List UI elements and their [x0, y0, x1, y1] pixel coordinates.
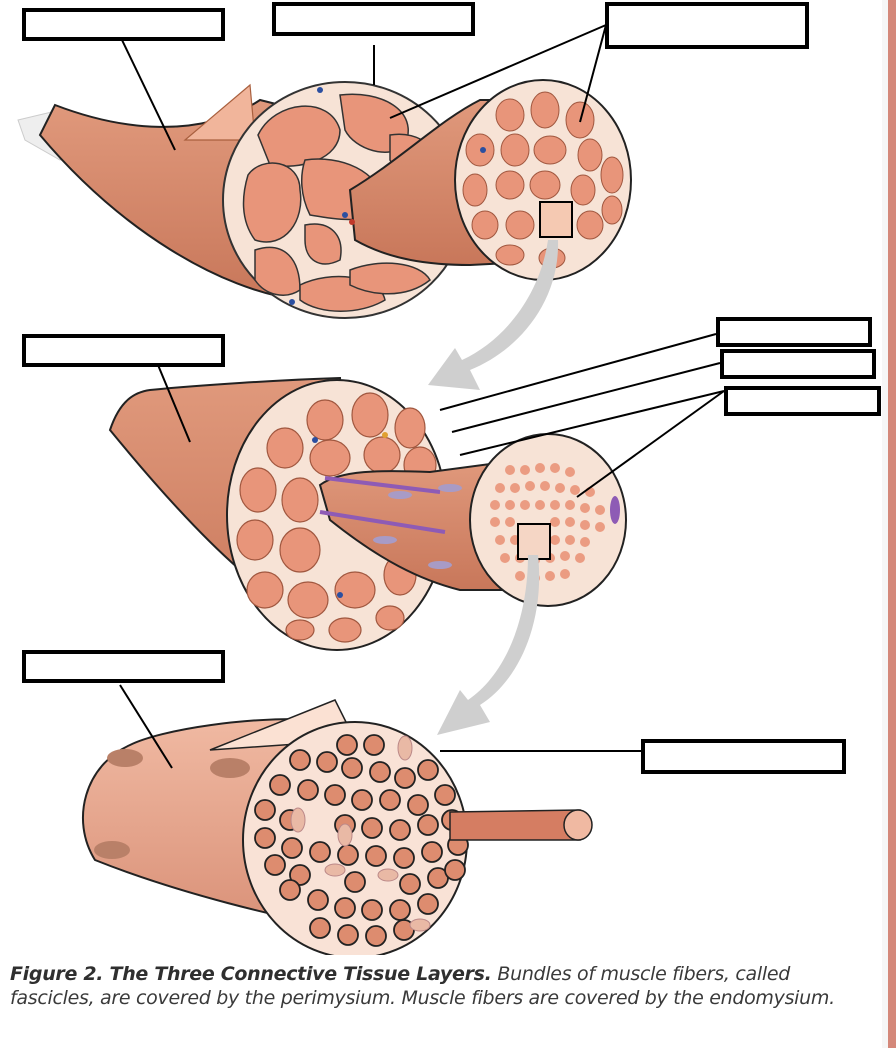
myofibril-circles — [254, 734, 469, 947]
label-box-muscle-fiber[interactable] — [724, 386, 881, 416]
fiber-cross-section — [242, 721, 468, 955]
nucleus-3 — [94, 841, 130, 859]
myofibril-rod-end — [563, 809, 593, 841]
panel-whole-muscle — [17, 79, 632, 319]
label-box-fascicle-body[interactable] — [22, 334, 225, 367]
epimysium-flap — [183, 83, 256, 141]
zoom-selector-fiber — [517, 523, 551, 560]
nucleus-2 — [210, 758, 250, 778]
label-box-perimysium[interactable] — [716, 317, 872, 347]
page-edge-bar — [888, 0, 896, 1048]
zoom-arrow-1 — [428, 240, 559, 390]
nerve-2 — [319, 510, 446, 534]
page-edge-gap — [882, 0, 888, 1048]
zoom-selector-fascicle — [539, 201, 573, 238]
nucleus-1 — [107, 749, 143, 767]
figure-description: Bundles of muscle fibers, called fascicl… — [10, 963, 835, 1009]
figure-title: Figure 2. The Three Connective Tissue La… — [10, 963, 492, 985]
panel-fascicle — [108, 376, 627, 651]
muscle-diagram — [17, 24, 725, 955]
label-box-epimysium[interactable] — [272, 2, 475, 36]
panel-muscle-fiber — [81, 699, 593, 955]
fiber-grid-2 — [236, 392, 437, 643]
zoom-arrow-2 — [437, 555, 540, 735]
label-box-sarcolemma[interactable] — [641, 739, 846, 774]
mitochondria — [290, 735, 431, 932]
label-box-fascicle[interactable] — [605, 2, 809, 49]
label-box-muscle-fiber-body[interactable] — [22, 650, 225, 683]
leader-lines — [119, 24, 725, 769]
myofibril-dots — [490, 463, 605, 583]
label-box-endomysium[interactable] — [720, 349, 876, 379]
figure-caption: Figure 2. The Three Connective Tissue La… — [10, 962, 880, 1010]
nerve-1 — [324, 476, 441, 494]
label-box-epimysium-muscle[interactable] — [22, 8, 225, 41]
myofibril-rod — [449, 809, 581, 841]
